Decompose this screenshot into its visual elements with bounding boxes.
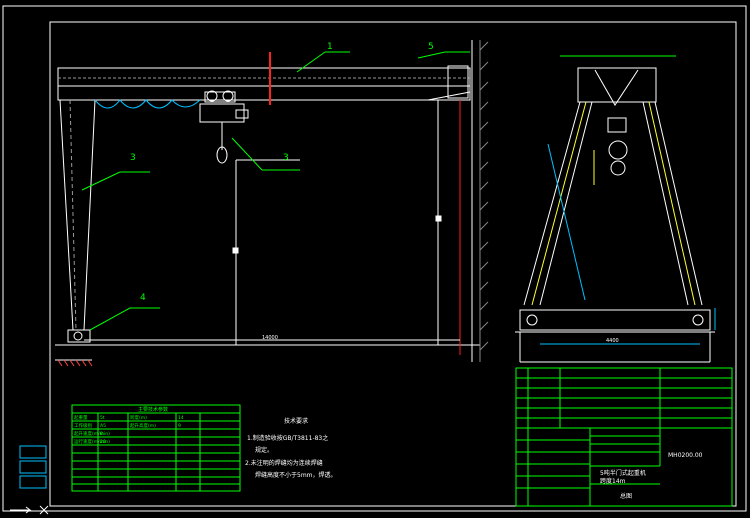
callout-leaders — [81, 51, 470, 331]
spec-cell: 5t — [100, 415, 105, 421]
spec-cell: 运行速度(m/min) — [74, 438, 110, 445]
side-span-dimension: 4400 — [606, 338, 619, 344]
drawing-org: 总图 — [620, 492, 632, 500]
main-elevation-view — [55, 40, 489, 367]
spec-cell: 起重量 — [74, 414, 88, 421]
callout-3b: 3 — [283, 153, 289, 163]
drawing-frame — [2, 5, 747, 512]
drawing-name-line1: 5吨半门式起重机 — [600, 469, 646, 477]
ucs-marker — [10, 505, 49, 515]
title-block-text: MH0200.00 5吨半门式起重机 跨度14m 总图 — [600, 452, 703, 500]
spec-cell: 跨度(m) — [130, 414, 147, 421]
callout-labels: 1 3 3 4 5 — [130, 42, 434, 303]
spec-cell: A5 — [100, 423, 106, 429]
spec-cell: 工作级别 — [74, 422, 92, 429]
tech-line-2: 2.未注明的焊缝均为连续焊缝 — [245, 459, 323, 467]
spec-cell: 8 — [100, 431, 103, 437]
callout-3a: 3 — [130, 153, 136, 163]
spec-cell: 起升高度(m) — [130, 422, 156, 429]
left-binding-tabs — [19, 445, 47, 489]
side-elevation-view — [515, 55, 715, 363]
spec-table — [71, 404, 241, 492]
tech-line-1b: 规定。 — [255, 446, 273, 454]
spec-table-title: 主要技术参数 — [138, 406, 168, 413]
tech-requirements: 技术要求 1.制造验收按GB/T3811-83之 规定。 2.未注明的焊缝均为连… — [245, 417, 337, 479]
callout-4: 4 — [140, 293, 146, 303]
side-view-leaders — [540, 143, 716, 345]
callout-5: 5 — [428, 42, 434, 52]
spec-cell: 20 — [100, 439, 106, 445]
spec-table-cells: 起重量 5t 跨度(m) 14 工作级别 A5 起升高度(m) 9 起升速度(m/min)8运行… — [74, 414, 184, 445]
spec-cell: 起升速度(m/min) — [74, 430, 110, 437]
callout-1: 1 — [327, 42, 333, 52]
tech-line-2b: 焊缝高度不小于5mm，焊透。 — [255, 471, 337, 479]
tech-title: 技术要求 — [284, 417, 308, 425]
drawing-name-line2: 跨度14m — [600, 477, 626, 485]
main-span-dimension: 14000 — [262, 335, 278, 341]
drawing-number: MH0200.00 — [668, 452, 703, 459]
tech-line-1: 1.制造验收按GB/T3811-83之 — [247, 434, 328, 442]
spec-cell: 9 — [178, 423, 181, 429]
spec-cell: 14 — [178, 415, 184, 421]
title-block — [515, 367, 733, 507]
